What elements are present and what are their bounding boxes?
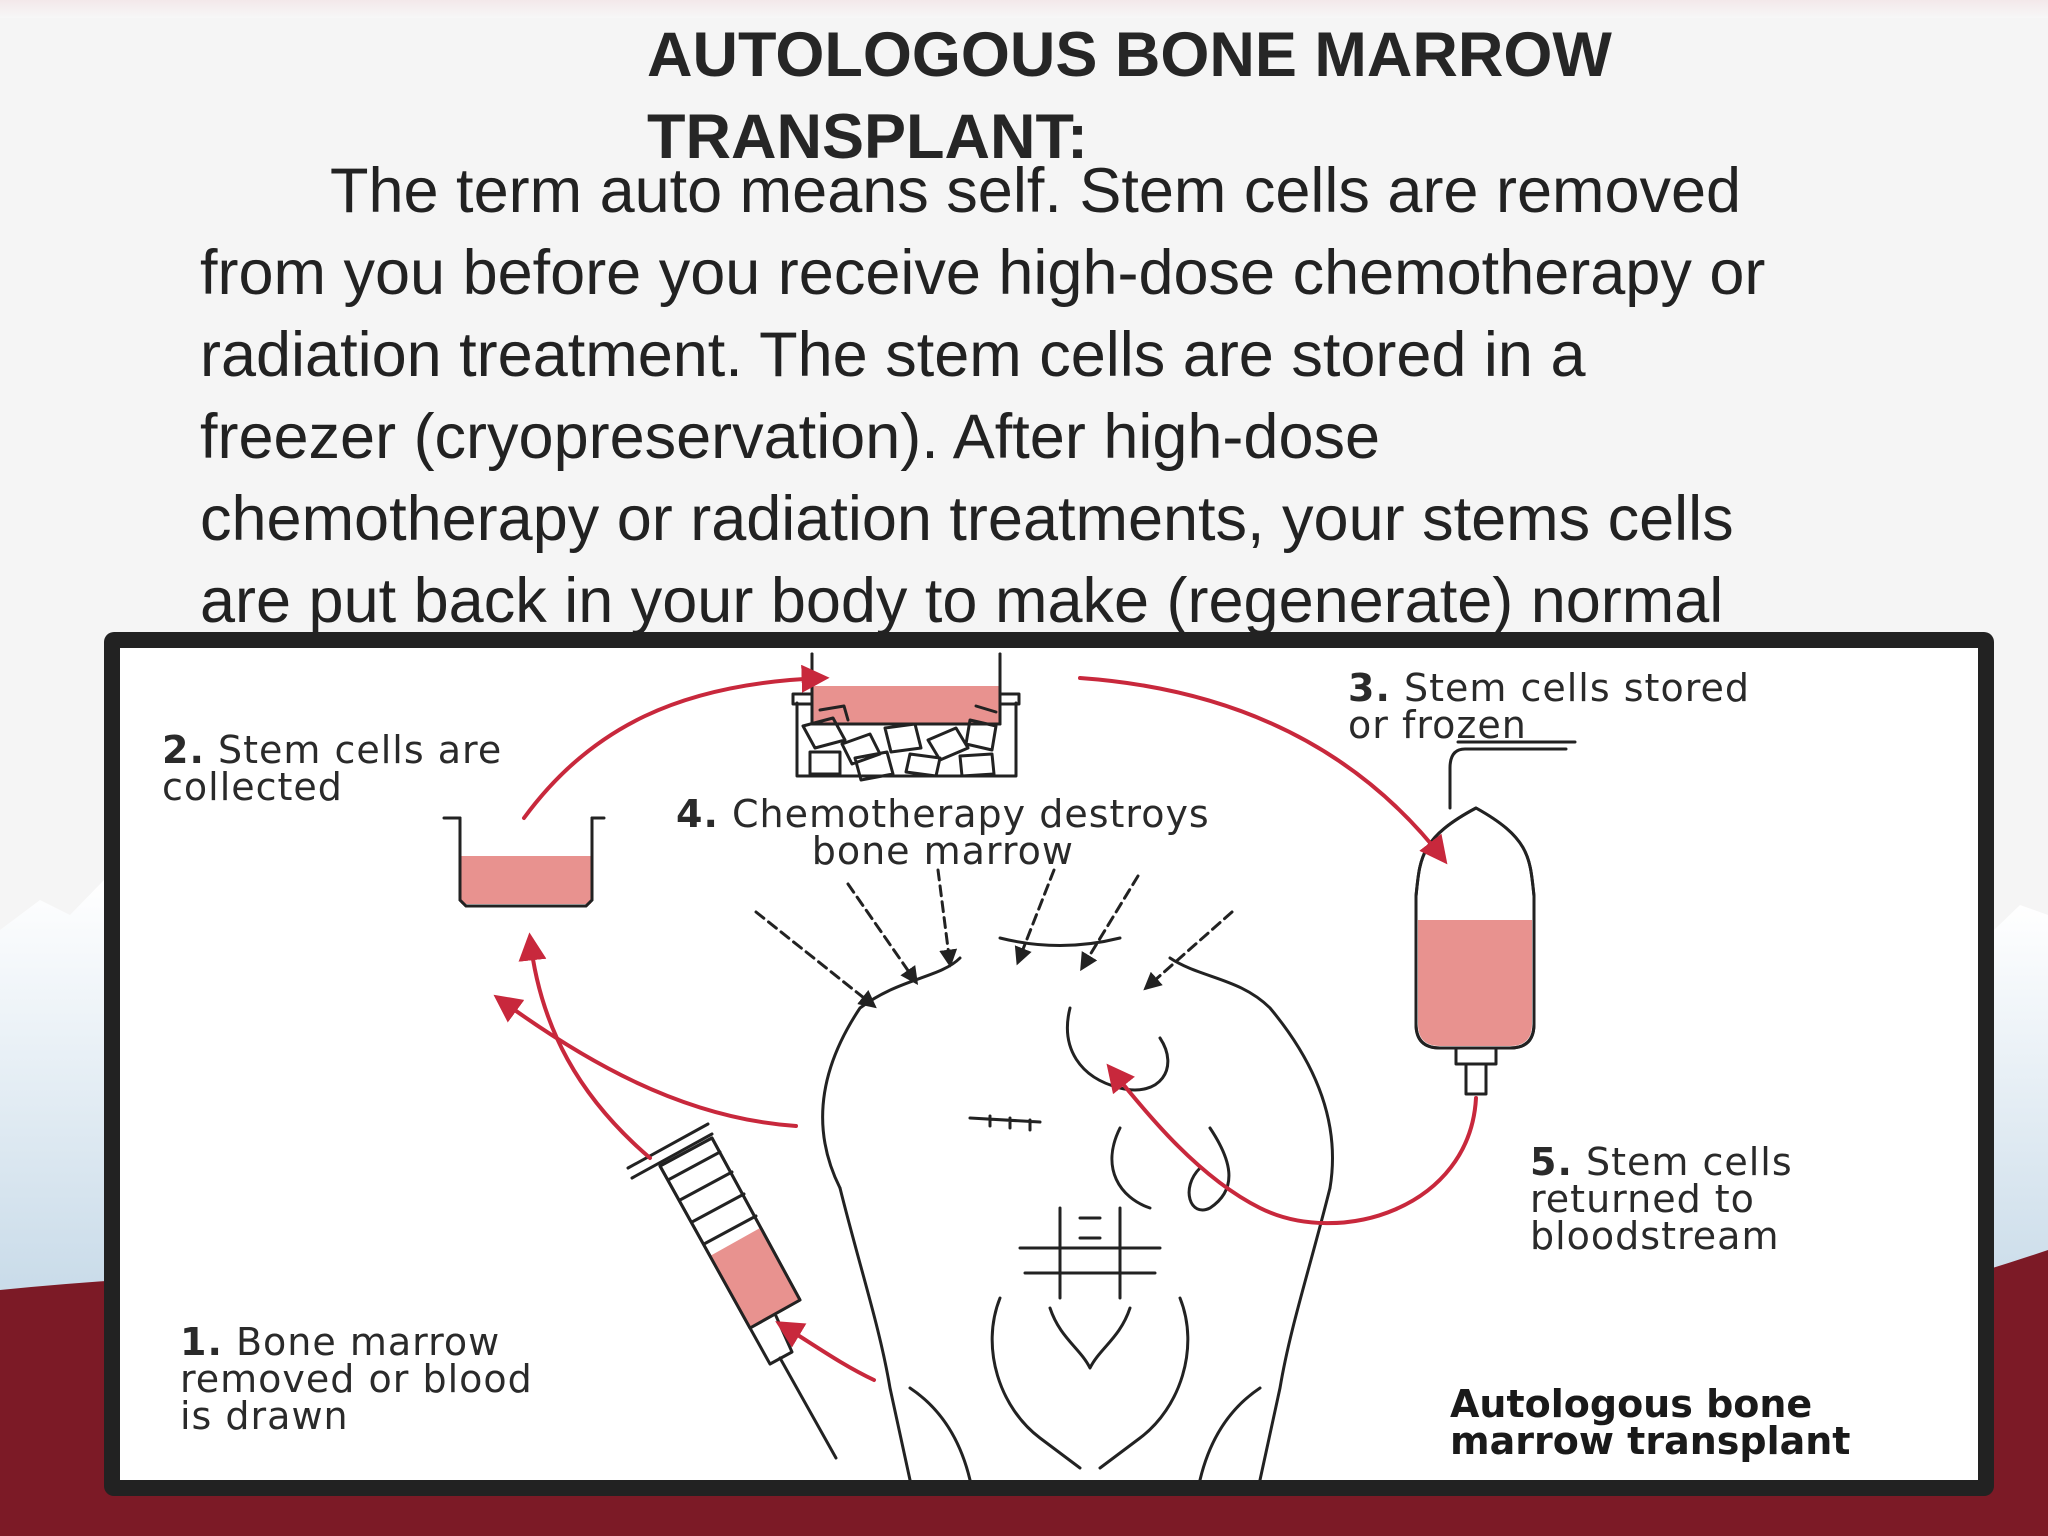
step-1-label: 1. Bone marrow removed or blood is drawn <box>180 1323 533 1438</box>
iv-bag <box>1414 740 1577 1096</box>
step-5-label: 5. Stem cells returned to bloodstream <box>1530 1143 1793 1258</box>
arrow-pelvis-to-syringe <box>775 1321 876 1382</box>
arrow-bag-to-body <box>1106 1063 1478 1226</box>
arrow-collected-to-frozen <box>522 664 830 820</box>
slide-title: AUTOLOGOUS BONE MARROW TRANSPLANT: <box>647 14 1847 178</box>
body-line-5: chemotherapy or radiation treatments, yo… <box>200 484 1734 554</box>
step-1-text-3: is drawn <box>180 1394 349 1438</box>
diagram-caption: Autologous bone marrow transplant <box>1450 1382 1851 1463</box>
diagram-frame: 1. Bone marrow removed or blood is drawn… <box>104 632 1994 1496</box>
transplant-diagram <box>442 652 1577 1480</box>
step-5-number: 5. <box>1530 1140 1573 1184</box>
step-2-number: 2. <box>162 728 205 772</box>
step-4-text-1: Chemotherapy destroys <box>731 792 1210 836</box>
arrow-frozen-to-bag <box>1078 676 1448 865</box>
frozen-container <box>791 652 1021 782</box>
step-2-label: 2. Stem cells are collected <box>162 731 502 809</box>
flow-arrows <box>493 664 1478 1382</box>
step-3-label: 3. Stem cells stored or frozen <box>1348 669 1750 747</box>
step-4-number: 4. <box>676 792 719 836</box>
arrow-syringe-to-beaker <box>518 932 652 1160</box>
body-paragraph: The term auto means self. Stem cells are… <box>200 150 1920 642</box>
arrow-body-to-beaker <box>493 994 798 1128</box>
caption-line-1: Autologous bone <box>1450 1382 1813 1426</box>
body-line-3: radiation treatment. The stem cells are … <box>200 320 1586 390</box>
step-3-text-1: Stem cells stored <box>1403 666 1750 710</box>
step-5-text-1: Stem cells <box>1585 1140 1793 1184</box>
step-3-text-2: or frozen <box>1348 703 1527 747</box>
body-line-2: from you before you receive high-dose ch… <box>200 238 1766 308</box>
step-1-number: 1. <box>180 1320 223 1364</box>
step-2-text-1: Stem cells are <box>217 728 503 772</box>
step-4-label: 4. Chemotherapy destroys bone marrow <box>676 795 1210 873</box>
body-line-6: are put back in your body to make (regen… <box>200 566 1724 636</box>
body-line-1: The term auto means self. Stem cells are… <box>330 156 1742 226</box>
syringe <box>626 1122 838 1460</box>
step-2-text-2: collected <box>162 765 343 809</box>
step-5-text-3: bloodstream <box>1530 1214 1780 1258</box>
step-3-number: 3. <box>1348 666 1391 710</box>
torso-outline <box>821 936 1334 1480</box>
step-5-text-2: returned to <box>1530 1177 1755 1221</box>
title-line-1: AUTOLOGOUS BONE MARROW <box>647 20 1612 90</box>
chemo-arrows <box>754 868 1234 1009</box>
step-4-text-2: bone marrow <box>811 829 1075 873</box>
title-line-2: TRANSPLANT: <box>647 102 1088 172</box>
caption-line-2: marrow transplant <box>1450 1419 1851 1463</box>
step-1-text-2: removed or blood <box>180 1357 533 1401</box>
body-line-4: freezer (cryopreservation). After high-d… <box>200 402 1381 472</box>
step-1-text-1: Bone marrow <box>235 1320 501 1364</box>
collection-beaker <box>442 816 606 908</box>
